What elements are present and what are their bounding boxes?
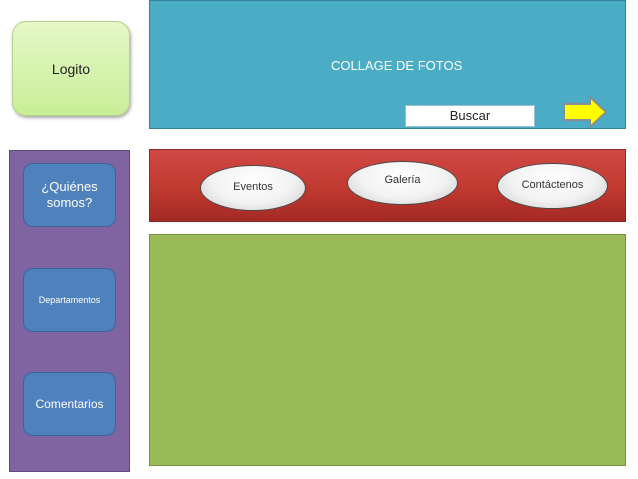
page-title: COLLAGE DE FOTOS bbox=[331, 58, 463, 73]
nav-item-label: Contáctenos bbox=[521, 179, 584, 191]
search-button[interactable]: Buscar bbox=[405, 105, 535, 127]
nav-item-contactenos[interactable]: Contáctenos bbox=[497, 163, 608, 209]
sidebar-item-label: ¿Quiénes somos? bbox=[41, 179, 98, 210]
sidebar-item-quienes-somos[interactable]: ¿Quiénes somos? bbox=[23, 163, 116, 227]
nav-item-eventos[interactable]: Eventos bbox=[200, 165, 306, 211]
sidebar-item-comentarios[interactable]: Comentarios bbox=[23, 372, 116, 436]
header-banner bbox=[149, 0, 626, 129]
nav-item-label: Galería bbox=[384, 174, 421, 186]
arrow-right-icon[interactable] bbox=[562, 96, 608, 128]
sidebar-item-label: Comentarios bbox=[35, 397, 104, 411]
content-panel bbox=[149, 234, 626, 466]
logo-label: Logito bbox=[51, 60, 91, 77]
logo[interactable]: Logito bbox=[12, 21, 130, 116]
sidebar-item-label: Departamentos bbox=[38, 295, 101, 305]
nav-item-galeria[interactable]: Galería bbox=[347, 161, 458, 205]
sidebar-item-departamentos[interactable]: Departamentos bbox=[23, 268, 116, 332]
nav-item-label: Eventos bbox=[233, 181, 273, 193]
